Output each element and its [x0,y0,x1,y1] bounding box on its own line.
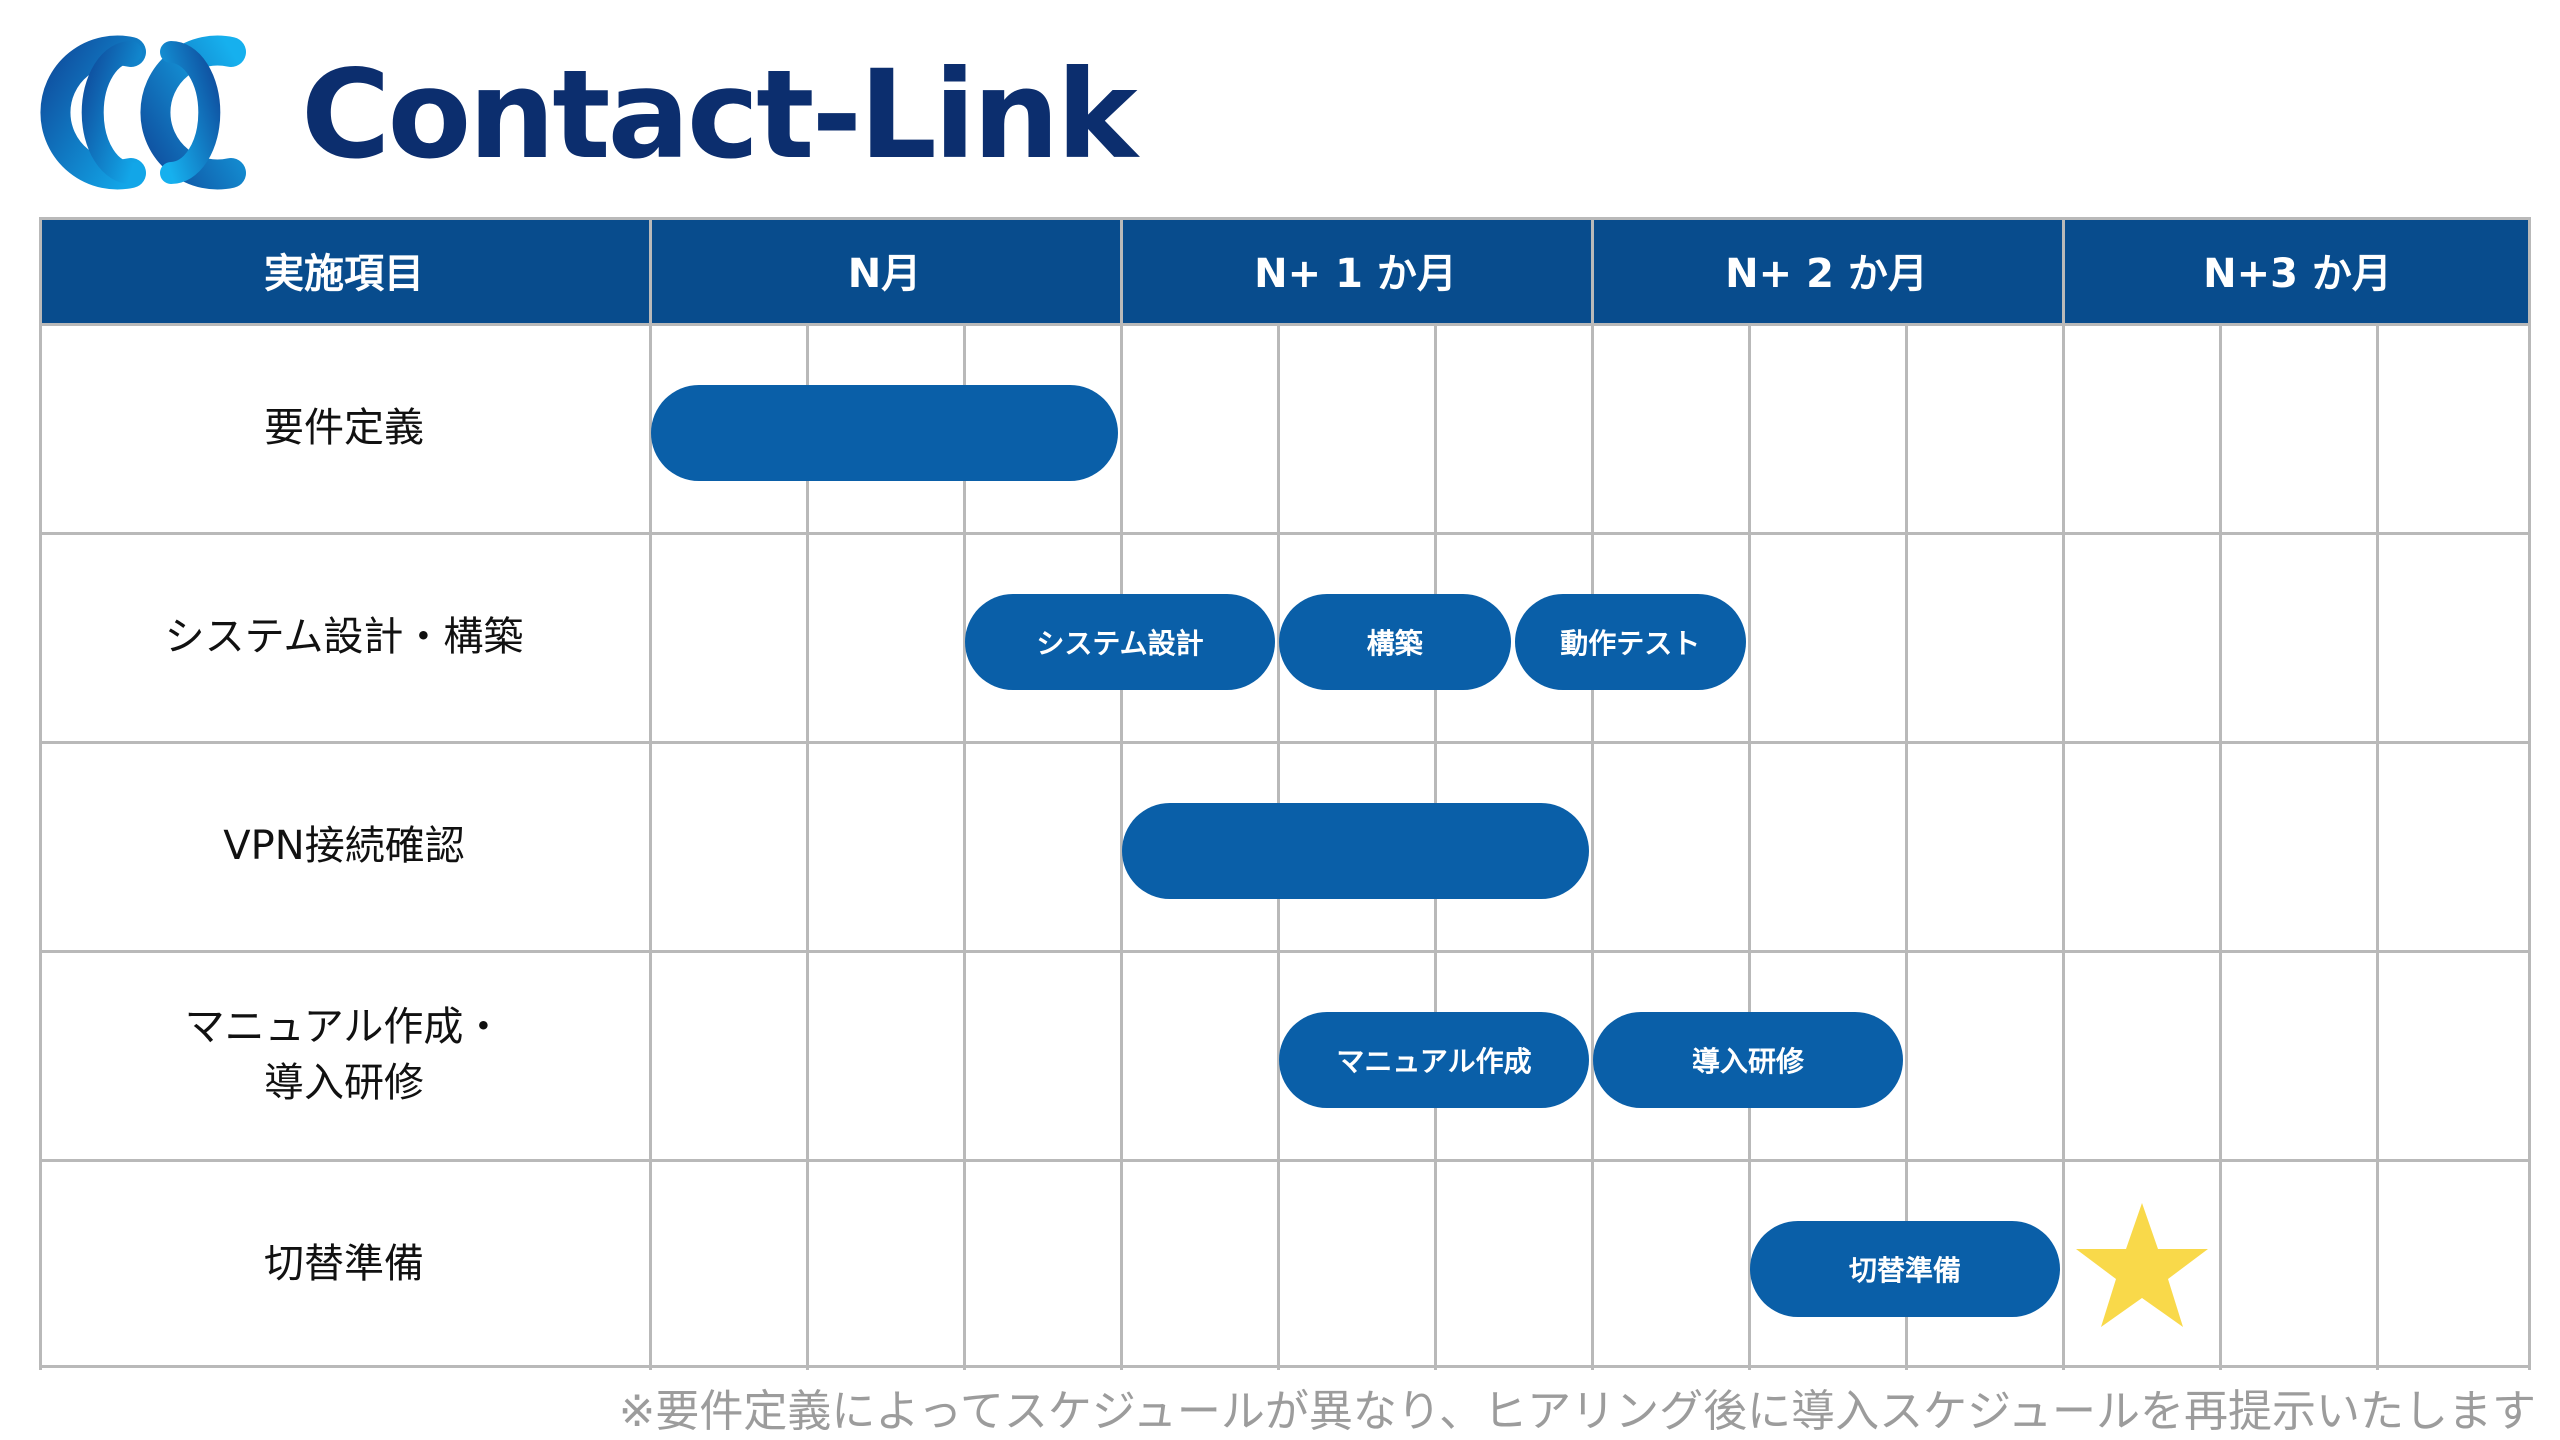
task-bar [651,385,1118,481]
grid-border-right [2528,217,2531,1370]
grid-line-week [2376,323,2379,1370]
row-label-requirements: 要件定義 [264,404,424,451]
grid-line-week [806,323,809,1370]
header-month-1: N+ 1 か月 [1254,251,1457,297]
row-label-manual-training: マニュアル作成・ 導入研修 [184,1003,504,1106]
star-icon [2076,1203,2208,1327]
row-label-vpn: VPN接続確認 [223,822,465,869]
header-month-0: N月 [847,251,922,297]
grid-line-label [649,217,652,1370]
task-bar [1122,803,1589,899]
grid-line-row [39,950,2531,953]
footnote: ※要件定義によってスケジュールが異なり、ヒアリング後に導入スケジュールを再提示い… [618,1386,2536,1437]
grid-border-top [39,217,2531,220]
grid-line-month [1120,217,1123,1370]
schedule-table: 実施項目 N月 N+ 1 か月 N+ 2 か月 N+3 か月 要件定義 システム… [39,217,2531,1370]
task-bar: 動作テスト [1514,594,1746,690]
grid-line-week [1748,323,1751,1370]
task-bar: 導入研修 [1593,1012,1903,1108]
table-header [39,217,2531,323]
grid-line-row [39,532,2531,535]
grid-line-month [1591,217,1594,1370]
grid-line-row [39,741,2531,744]
task-bar: 切替準備 [1750,1221,2060,1317]
logo-text: Contact-Link [301,44,1138,186]
row-label-system-design: システム設計・構築 [164,613,524,660]
grid-line-row [39,323,2531,326]
grid-line-week [1905,323,1908,1370]
task-bar: マニュアル作成 [1279,1012,1589,1108]
grid-line-week [2219,323,2222,1370]
row-label-switchover: 切替準備 [264,1240,424,1287]
grid-border-left [39,217,42,1370]
header-item: 実施項目 [264,251,424,297]
grid-line-month [2062,217,2065,1370]
grid-line-week [963,323,966,1370]
grid-line-row [39,1159,2531,1162]
logo-mark-icon [40,35,246,190]
grid-line-row [39,1365,2531,1368]
header-month-2: N+ 2 か月 [1725,251,1928,297]
task-bar: 構築 [1279,594,1511,690]
header-month-3: N+3 か月 [2203,251,2392,297]
task-bar: システム設計 [965,594,1275,690]
